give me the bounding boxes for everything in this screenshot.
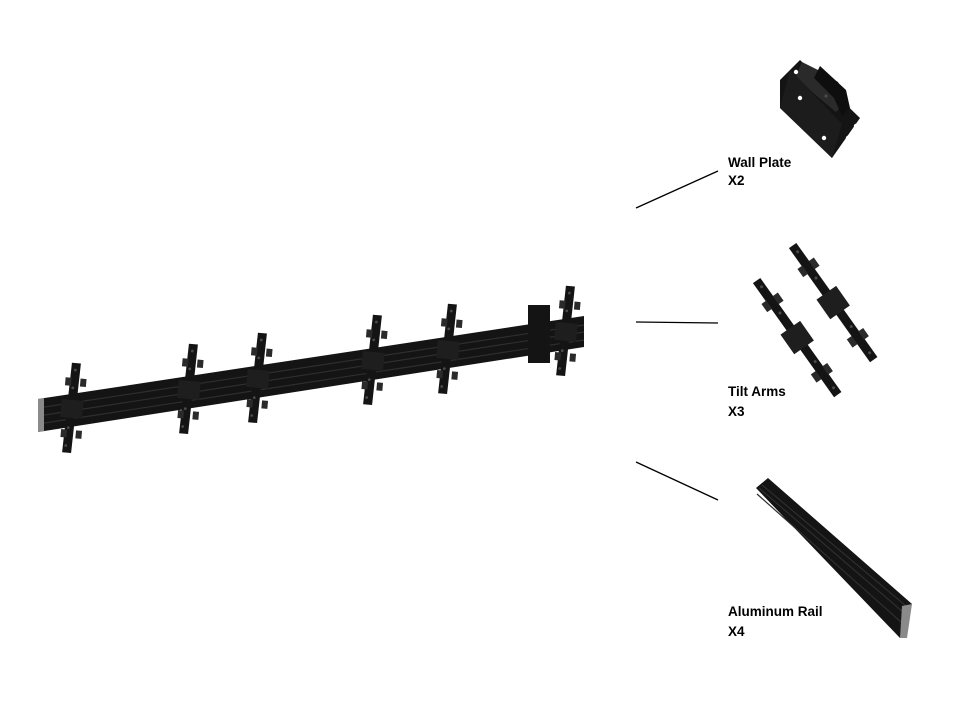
leader-lines <box>635 170 719 501</box>
rail-end-cap <box>900 604 912 638</box>
leader-line-wall-plate <box>635 170 719 209</box>
leader-line-rail <box>635 461 719 501</box>
tilt-arms-quantity: X3 <box>728 404 745 419</box>
aluminum-rail-quantity: X4 <box>728 624 745 639</box>
wall-plate-quantity: X2 <box>728 173 745 188</box>
aluminum-rail-part <box>756 478 912 638</box>
leader-line-tilt-arms <box>635 321 719 324</box>
wall-plate-part <box>780 60 860 158</box>
wall-plate-label: Wall Plate <box>728 155 792 170</box>
assembled-mount <box>37 285 585 454</box>
rail-end-cap <box>38 398 44 432</box>
tilt-arms-label: Tilt Arms <box>728 384 786 399</box>
aluminum-rail-label: Aluminum Rail <box>728 604 823 619</box>
assembled-wall-plate <box>528 305 550 363</box>
tilt-arms-part <box>747 238 884 402</box>
